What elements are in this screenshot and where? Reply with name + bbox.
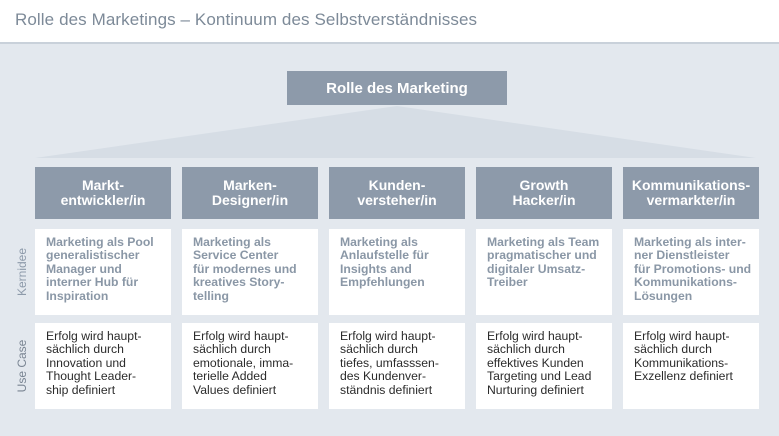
kernidee-cell-kundenversteher: Marketing als Anlaufstelle für Insights … <box>329 229 465 315</box>
role-box-marktentwickler: Markt- entwickler/in <box>35 167 171 219</box>
page-header: Rolle des Marketings – Kontinuum des Sel… <box>0 0 779 44</box>
kernidee-cell-growth-hacker: Marketing als Team pragmatischer und dig… <box>476 229 612 315</box>
usecase-cell-growth-hacker: Erfolg wird haupt- sächlich durch effekt… <box>476 323 612 409</box>
usecase-cell-marktentwickler: Erfolg wird haupt- sächlich durch Innova… <box>35 323 171 409</box>
page-title: Rolle des Marketings – Kontinuum des Sel… <box>15 10 478 29</box>
usecase-cell-kommunikationsvermarkter: Erfolg wird haupt- sächlich durch Kommun… <box>623 323 759 409</box>
role-box-kommunikationsvermarkter: Kommunikations- vermarkter/in <box>623 167 759 219</box>
root-role-box: Rolle des Marketing <box>287 71 507 105</box>
role-box-growth-hacker: Growth Hacker/in <box>476 167 612 219</box>
kernidee-cell-kommunikationsvermarkter: Marketing als inter- ner Dienstleister f… <box>623 229 759 315</box>
role-box-kundenversteher: Kunden- versteher/in <box>329 167 465 219</box>
role-box-markendesigner: Marken- Designer/in <box>182 167 318 219</box>
kernidee-cell-marktentwickler: Marketing als Pool generalistischer Mana… <box>35 229 171 315</box>
usecase-cell-kundenversteher: Erfolg wird haupt- sächlich durch tiefes… <box>329 323 465 409</box>
usecase-cell-markendesigner: Erfolg wird haupt- sächlich durch emotio… <box>182 323 318 409</box>
kernidee-cell-markendesigner: Marketing als Service Center für moderne… <box>182 229 318 315</box>
row-label-kernidee: Kernidee <box>15 247 29 297</box>
row-label-use-case: Use Case <box>15 339 29 393</box>
hierarchy-fan-shape <box>35 106 756 158</box>
